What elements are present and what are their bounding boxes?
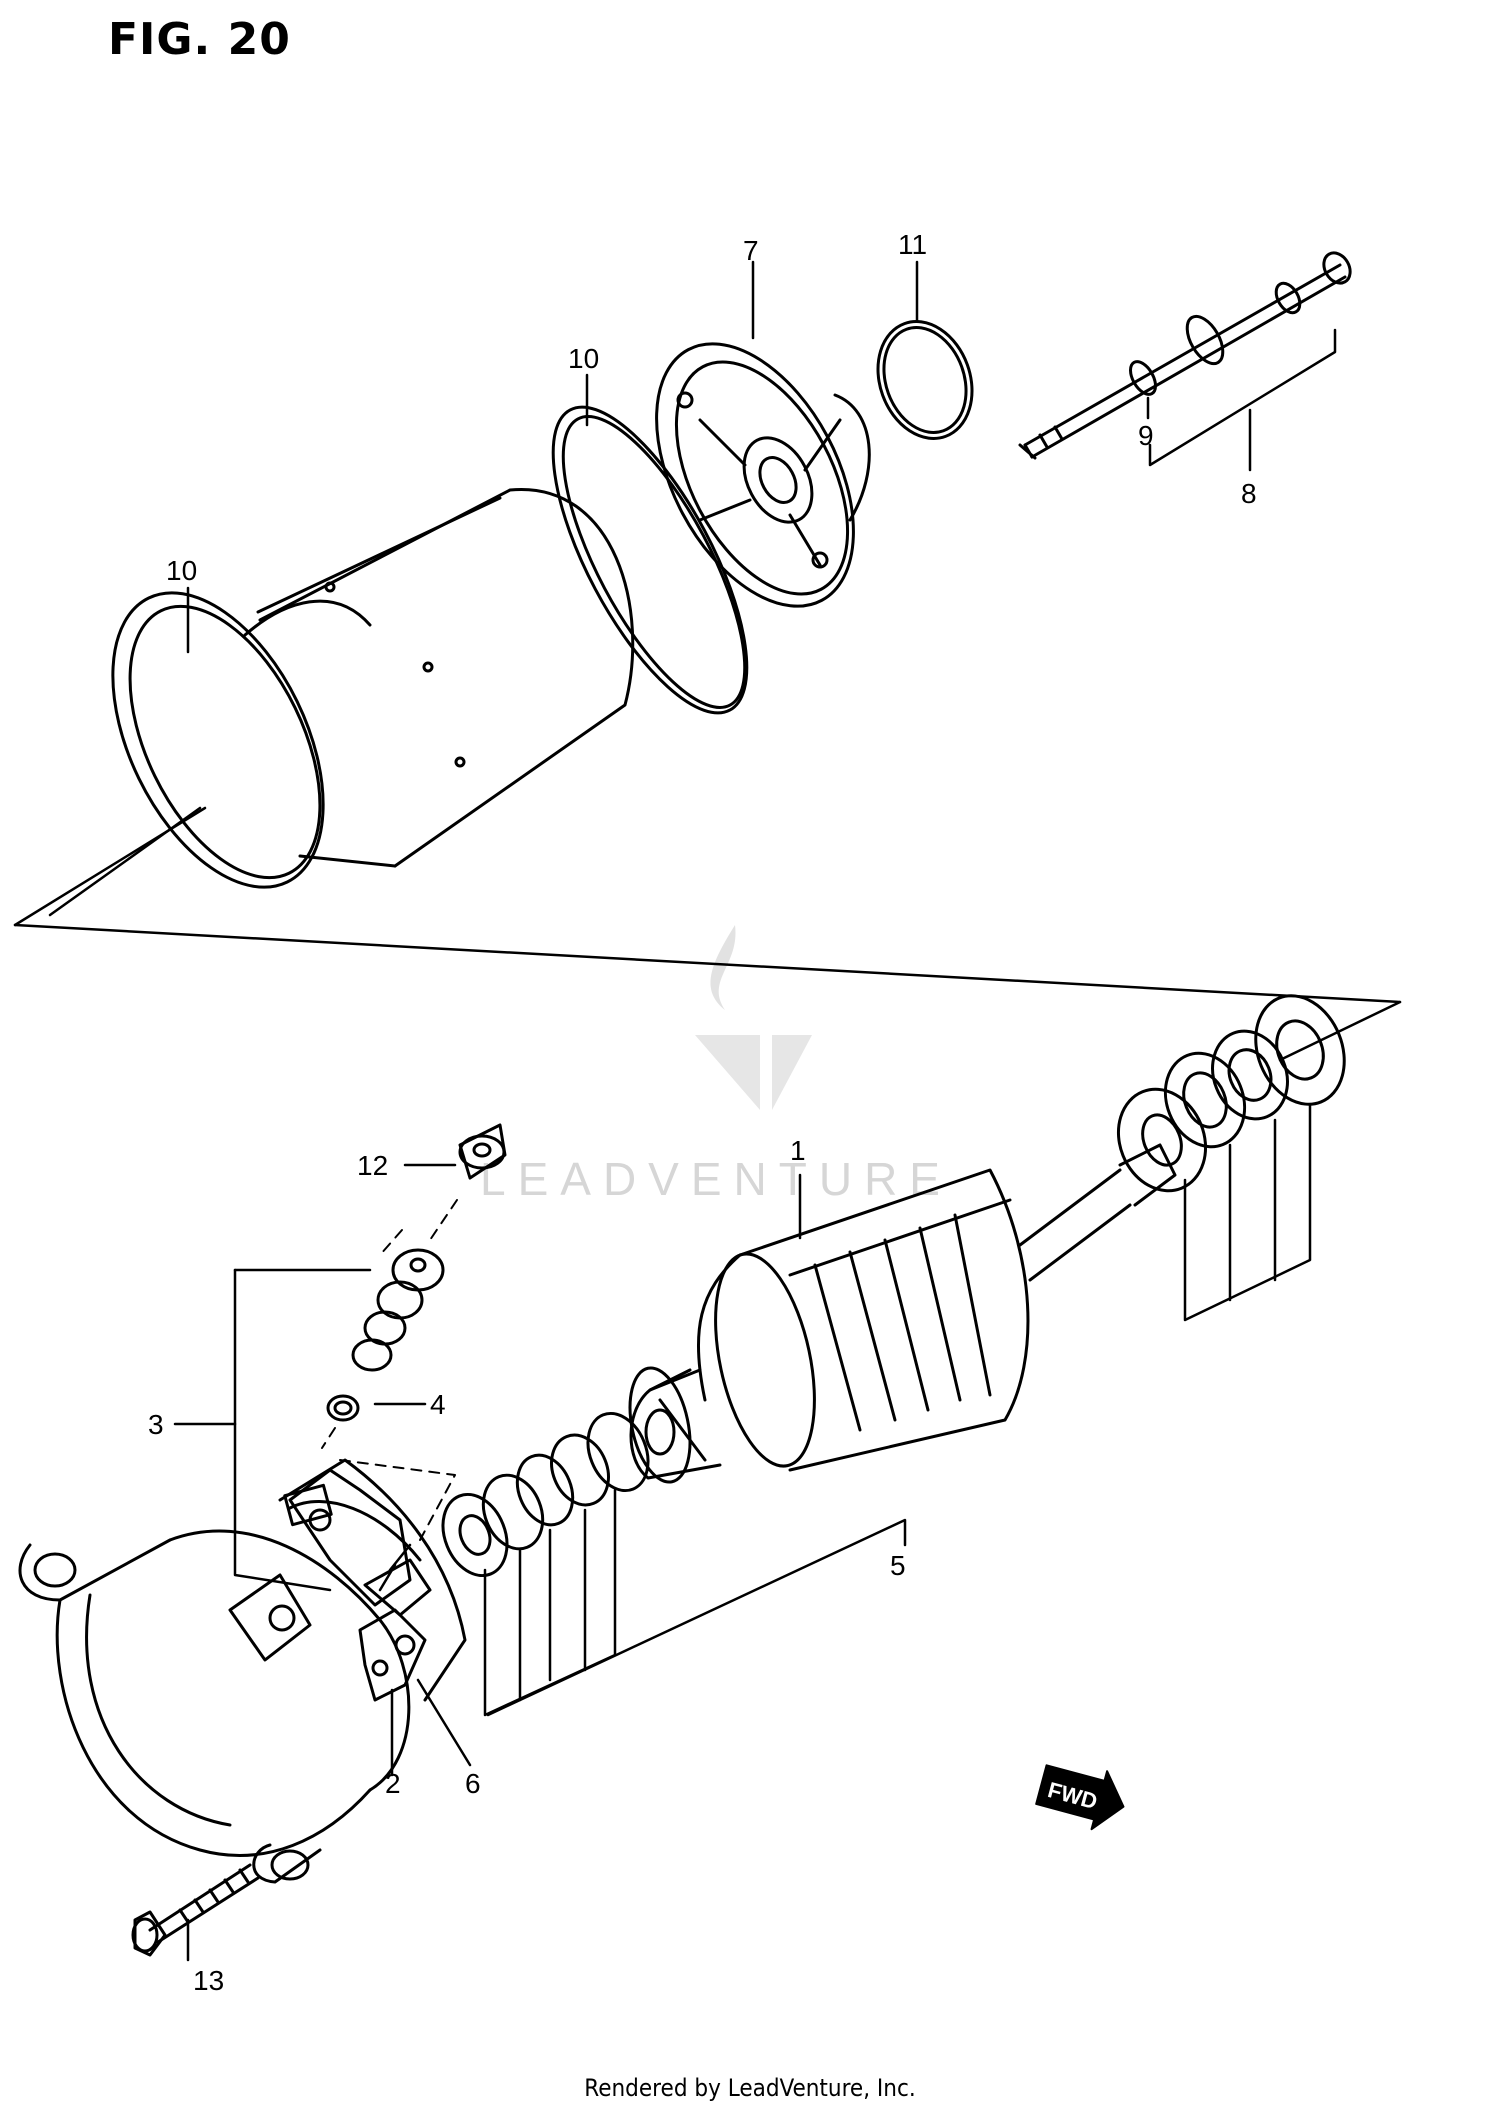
o-ring-rear [876,320,974,440]
callout-5: 5 [890,1550,906,1581]
section-lines [13,806,1402,1062]
callout-1: 1 [790,1135,806,1166]
armature [628,1143,1177,1484]
figure-title: FIG. 20 [108,14,291,65]
callout-9: 9 [1138,420,1154,451]
callout-2: 2 [385,1768,401,1799]
rear-bracket [655,342,871,608]
through-bolt [1018,251,1352,460]
footer-credit: Rendered by LeadVenture, Inc. [584,2074,916,2102]
washer-stack-front [441,1411,650,1717]
callout-4: 4 [430,1389,446,1420]
callout-6: 6 [465,1768,481,1799]
front-bracket [18,1458,467,1884]
callout-10-ring: 10 [568,343,599,374]
o-ring-front [551,405,749,715]
mounting-bolt [131,1863,260,1957]
fwd-arrow-icon: FWD [1035,1764,1125,1831]
callout-3: 3 [148,1409,164,1440]
callout-13: 13 [193,1965,224,1996]
watermark: LEADVENTURE [480,925,952,1205]
callout-7: 7 [743,235,759,266]
callout-8: 8 [1241,478,1257,509]
callouts: 7 11 10 10 9 8 1 12 4 3 5 2 6 13 [148,229,1257,1996]
yoke-housing [111,488,635,889]
callout-12: 12 [357,1150,388,1181]
leader-5 [486,1518,907,1717]
washer-stack-rear [1116,994,1346,1322]
leader-3 [233,1268,332,1592]
watermark-v-icon [695,1035,812,1110]
callout-10-yoke: 10 [166,555,197,586]
brush-holder [283,1468,432,1702]
o-ring-rear-inner [882,326,968,434]
callout-11: 11 [898,229,927,260]
watermark-text: LEADVENTURE [480,1153,952,1205]
terminal-kit [321,1123,507,1592]
leader-lines [48,260,1337,1962]
watermark-flame-icon [710,925,736,1010]
